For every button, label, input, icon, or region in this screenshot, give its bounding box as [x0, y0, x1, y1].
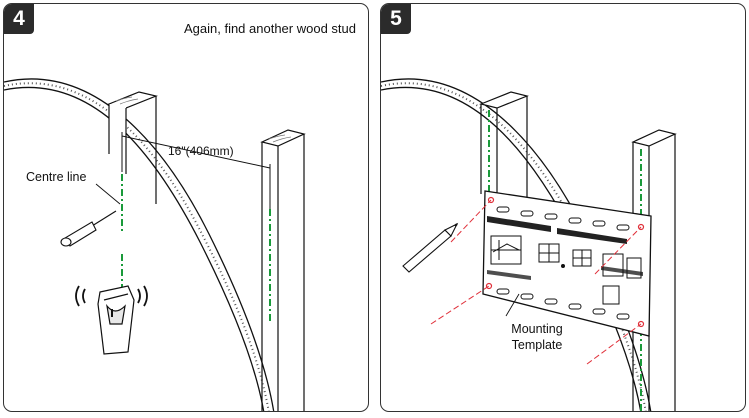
- step-number-badge: 4: [4, 4, 34, 34]
- centre-line-marks: [121, 174, 271, 324]
- centre-line-label: Centre line: [26, 170, 87, 184]
- step-caption: Again, find another wood stud: [183, 21, 356, 36]
- wood-stud-left: [107, 91, 158, 204]
- wall-edge: [4, 78, 275, 411]
- step-4-panel: 4 Again, find another wood stud 16"(406m…: [3, 3, 369, 412]
- step-5-panel: 5 Mounting Template: [380, 3, 746, 412]
- stud-finder-icon: [75, 285, 148, 355]
- step-5-illustration: [381, 78, 677, 411]
- mounting-template-label: Mounting Template: [511, 322, 563, 352]
- step-4-illustration: [4, 78, 306, 411]
- centre-line-leader: [95, 183, 121, 205]
- drill-point-lines: [430, 199, 642, 365]
- template-label-leader: [505, 293, 520, 317]
- pencil-icon: [402, 222, 459, 273]
- wood-stud-left: [479, 91, 529, 204]
- wood-stud-right: [260, 129, 306, 411]
- stud-spacing-label: 16"(406mm): [168, 144, 234, 158]
- dimension-line: [121, 132, 271, 214]
- awl-icon: [60, 210, 117, 247]
- mounting-template: [482, 190, 652, 337]
- step-number-badge: 5: [381, 4, 411, 34]
